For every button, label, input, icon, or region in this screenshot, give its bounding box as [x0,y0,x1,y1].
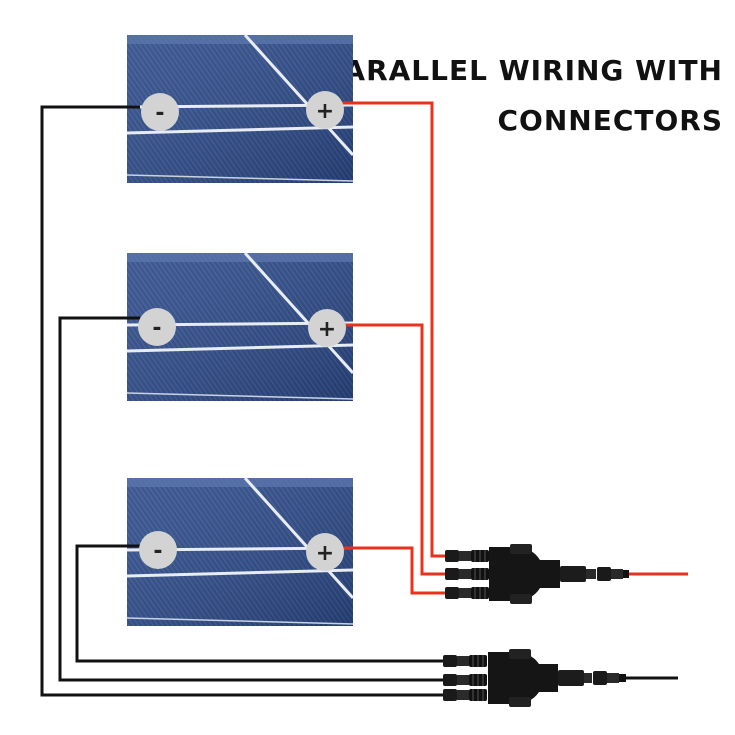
positive-branch-connector [444,544,596,604]
negative-wire-panel-3 [75,544,443,663]
svg-text:-: - [153,539,162,564]
negative-wires [40,105,678,697]
negative-output-plug [593,671,626,685]
positive-wire-panel-3 [340,546,445,595]
positive-wire-panel-2 [340,323,445,576]
panel-1-positive-terminal: + [306,91,344,129]
negative-branch-connector [442,649,592,707]
positive-output-plug [597,567,629,581]
positive-wire-panel-1 [340,101,445,558]
panel-1-negative-terminal: - [141,93,179,131]
title-line-1: PARALLEL WIRING WITH [324,54,723,87]
panel-3-positive-terminal: + [306,533,344,571]
svg-text:+: + [316,99,334,124]
negative-wire-panel-1 [40,105,443,697]
panel-3-negative-terminal: - [139,531,177,569]
positive-wires [340,101,688,595]
svg-text:+: + [316,541,334,566]
title-line-2: CONNECTORS [497,104,723,137]
negative-wire-panel-2 [58,316,443,682]
svg-text:-: - [152,316,161,341]
svg-text:+: + [318,317,336,342]
panel-2-negative-terminal: - [138,308,176,346]
panel-2-positive-terminal: + [308,309,346,347]
svg-text:-: - [155,101,164,126]
